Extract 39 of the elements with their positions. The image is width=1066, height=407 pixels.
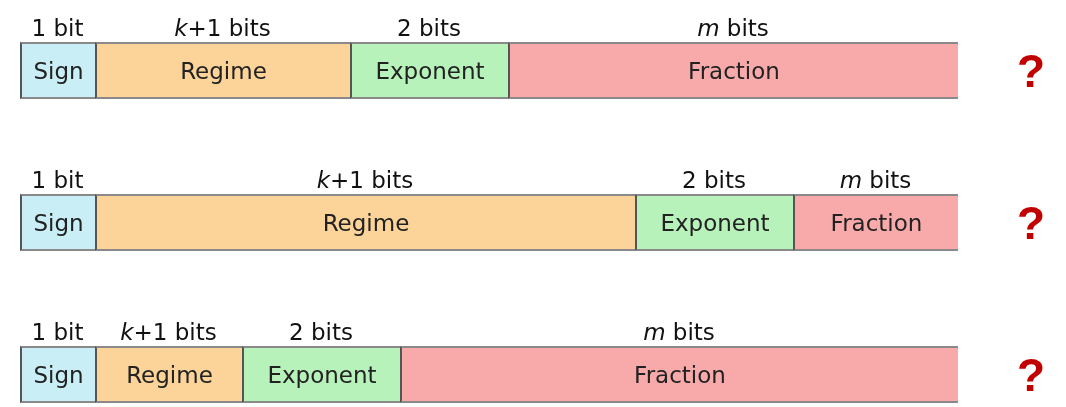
bit-field (20, 42, 95, 99)
bit-field (793, 194, 958, 251)
bit-width-label: m bits (839, 166, 912, 194)
bit-width-label: k+1 bits (120, 318, 217, 346)
question-mark: ? (1017, 48, 1046, 94)
question-mark: ? (1017, 352, 1046, 398)
bit-field (95, 346, 242, 403)
field-name: Fraction (830, 209, 923, 236)
field-name: Exponent (267, 361, 377, 388)
bit-field (95, 194, 635, 251)
bit-width-label: 1 bit (31, 14, 84, 42)
field-name: Exponent (375, 57, 485, 84)
bit-width-label: 1 bit (31, 166, 84, 194)
field-name: Regime (322, 209, 410, 236)
bit-field (508, 42, 958, 99)
field-name: Sign (33, 209, 84, 236)
bit-width-label: 2 bits (289, 318, 353, 346)
field-name: Fraction (634, 361, 726, 388)
field-name: Regime (126, 361, 213, 388)
field-name: Regime (180, 57, 267, 84)
bit-field (635, 194, 793, 251)
bit-field (242, 346, 400, 403)
bit-width-label: m bits (643, 318, 715, 346)
question-mark: ? (1017, 200, 1046, 246)
bit-field (95, 42, 350, 99)
bit-field (20, 346, 95, 403)
bit-field (350, 42, 508, 99)
bit-width-label: k+1 bits (316, 166, 414, 194)
field-name: Sign (33, 57, 84, 84)
bit-width-label: m bits (697, 14, 769, 42)
bit-width-label: 1 bit (31, 318, 84, 346)
bit-width-label: 2 bits (682, 166, 746, 194)
bit-field (400, 346, 958, 403)
bit-width-label: k+1 bits (174, 14, 271, 42)
field-name: Fraction (688, 57, 780, 84)
field-name: Exponent (660, 209, 770, 236)
field-name: Sign (33, 361, 84, 388)
bit-field (20, 194, 95, 251)
bit-width-label: 2 bits (397, 14, 461, 42)
